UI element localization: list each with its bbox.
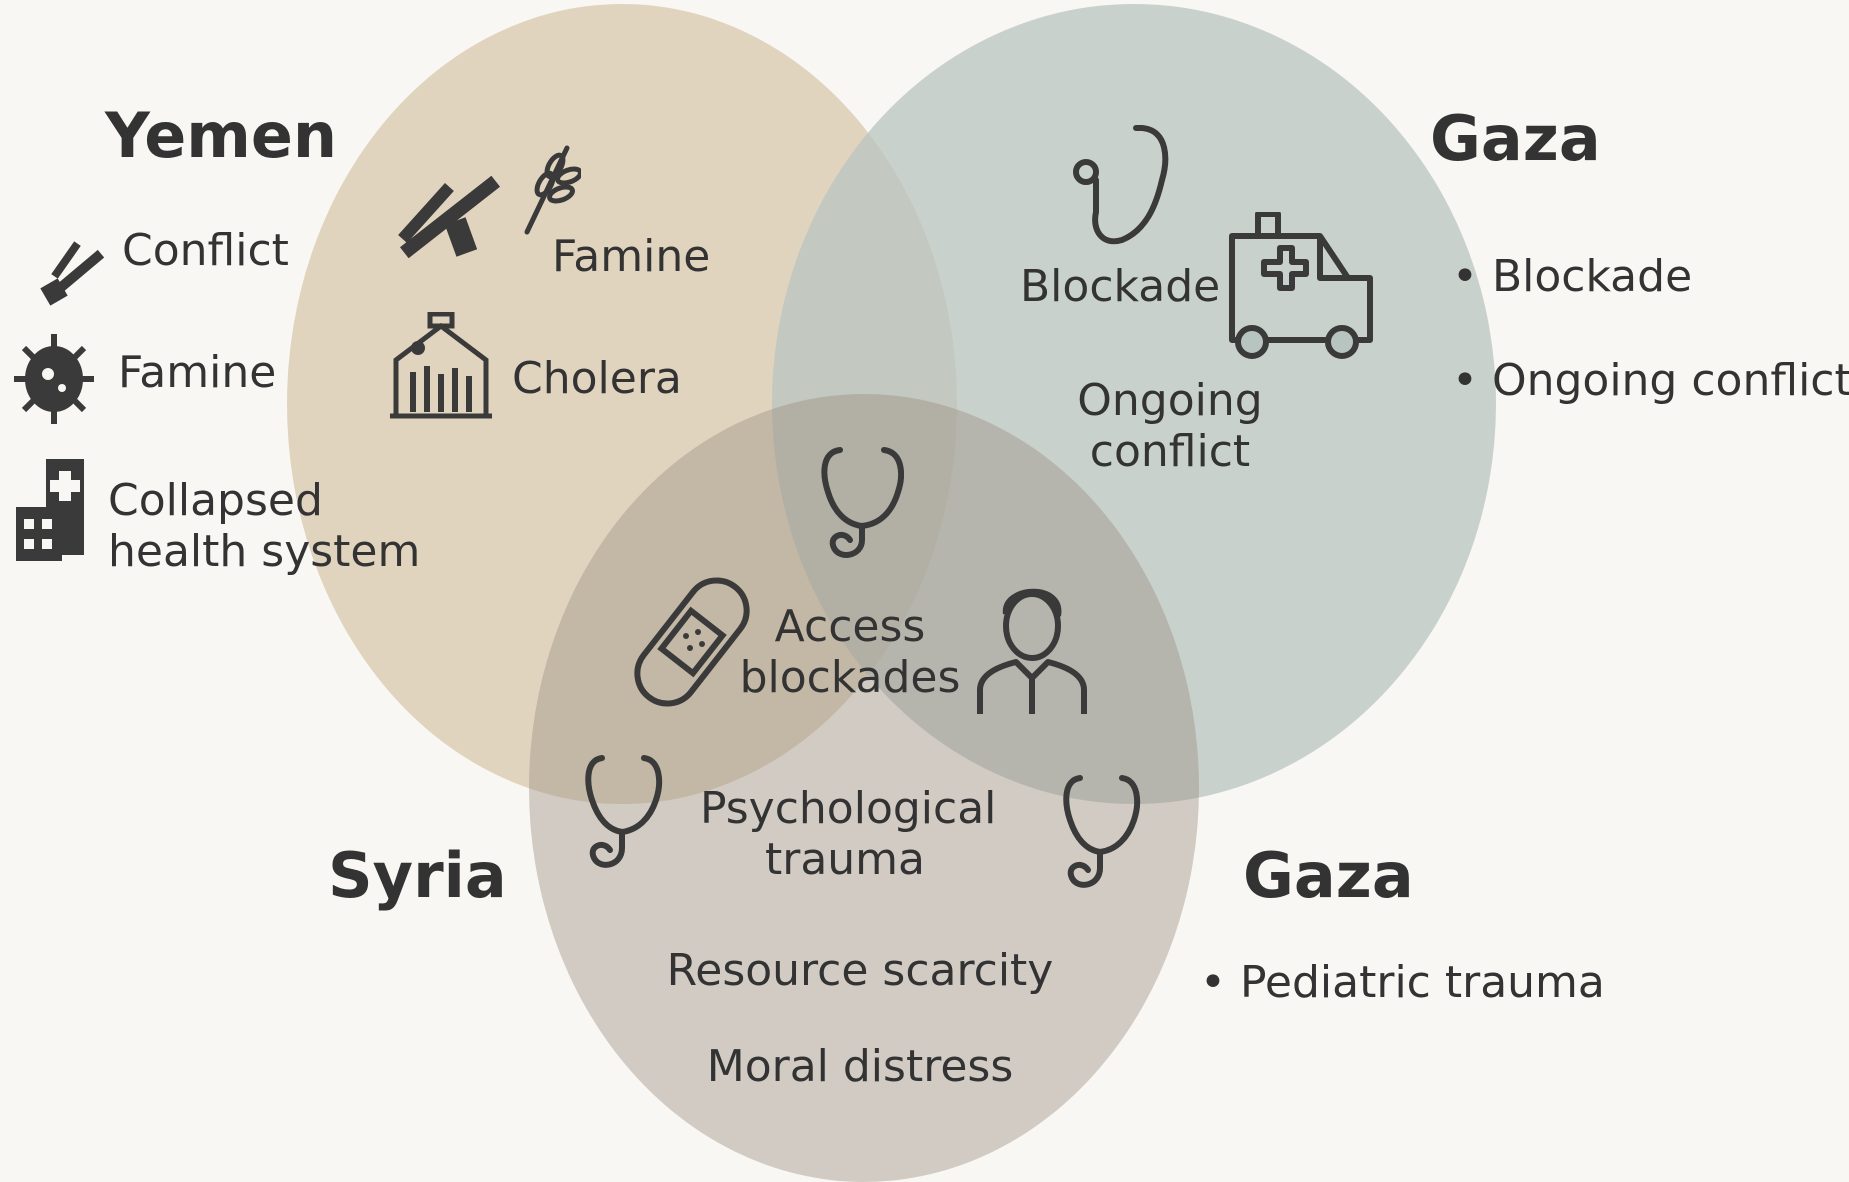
germ-icon	[12, 330, 96, 428]
stethoscope-icon	[1072, 120, 1172, 250]
legend-yemen-collapsed-health-system: Collapsed health system	[108, 475, 421, 577]
yemen-famine-label: Famine	[552, 231, 711, 282]
yemen-circle	[287, 4, 957, 804]
legend-yemen-famine: Famine	[118, 347, 277, 398]
gaza-blockade-label: Blockade	[1020, 261, 1221, 312]
ambulance-icon	[1228, 212, 1376, 362]
psychological-trauma-label: Psychological trauma	[700, 783, 997, 885]
yemen-cholera-label: Cholera	[512, 353, 682, 404]
bandage-icon	[628, 568, 756, 716]
syria-heading: Syria	[328, 839, 507, 912]
stethoscope-icon	[584, 752, 664, 874]
hospital-icon	[12, 455, 88, 565]
stethoscope-icon	[820, 444, 904, 562]
gaza-top-heading: Gaza	[1430, 102, 1601, 175]
gaza-ongoing-conflict-label: Ongoing conflict	[1077, 375, 1263, 477]
rifle-icon	[390, 160, 510, 270]
gaza-circle	[772, 4, 1496, 804]
weapon-icon	[40, 230, 112, 310]
legend-gaza-pediatric-trauma: Pediatric trauma	[1200, 957, 1605, 1009]
gaza-bottom-heading: Gaza	[1243, 839, 1414, 912]
resource-scarcity-label: Resource scarcity	[666, 945, 1054, 996]
access-blockades-label: Access blockades	[739, 601, 961, 703]
legend-yemen-conflict: Conflict	[122, 225, 289, 276]
person-icon	[976, 578, 1088, 716]
legend-gaza-blockade: Blockade	[1452, 251, 1692, 303]
clinic-icon	[388, 312, 494, 422]
moral-distress-label: Moral distress	[706, 1041, 1014, 1092]
legend-gaza-ongoing-conflict: Ongoing conflict	[1452, 355, 1849, 407]
stethoscope-icon	[1062, 772, 1142, 894]
yemen-heading: Yemen	[105, 99, 338, 172]
wheat-icon	[515, 140, 581, 236]
